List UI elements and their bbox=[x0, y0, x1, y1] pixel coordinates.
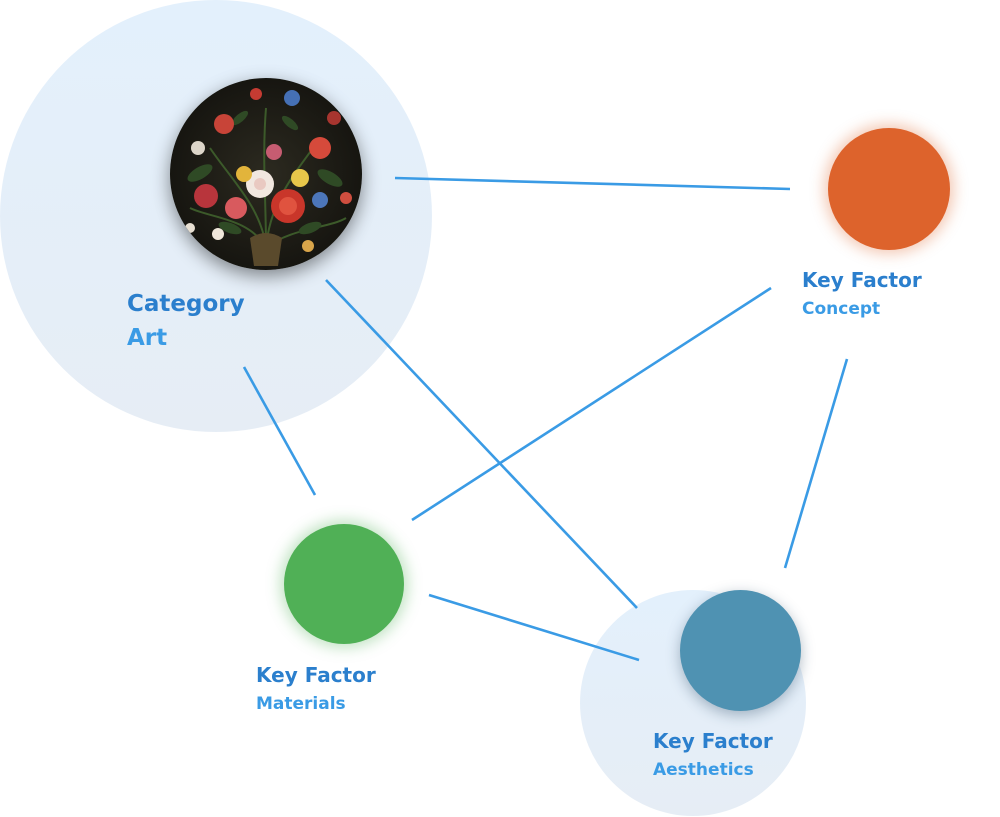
concept-value: Concept bbox=[802, 299, 881, 319]
concept-node bbox=[828, 128, 950, 250]
materials-value: Materials bbox=[256, 694, 346, 714]
materials-node bbox=[284, 524, 404, 644]
materials-heading: Key Factor bbox=[256, 663, 376, 687]
aesthetics-label: Key Factor Aesthetics bbox=[653, 729, 773, 780]
art-label: Category Art bbox=[127, 291, 245, 352]
edge-art-aesthetics bbox=[325, 279, 638, 609]
floral-painting-image bbox=[170, 78, 362, 270]
aesthetics-value: Aesthetics bbox=[653, 760, 754, 780]
concept-heading: Key Factor bbox=[802, 268, 922, 292]
edge-materials-aesthetics bbox=[428, 593, 640, 662]
materials-label: Key Factor Materials bbox=[256, 663, 376, 714]
concept-label: Key Factor Concept bbox=[802, 268, 922, 319]
edge-art-materials bbox=[242, 366, 317, 496]
edge-concept-aesthetics bbox=[783, 358, 849, 569]
aesthetics-node bbox=[680, 590, 801, 711]
edge-concept-materials bbox=[411, 286, 772, 522]
category-heading: Category bbox=[127, 291, 245, 317]
aesthetics-heading: Key Factor bbox=[653, 729, 773, 753]
edge-art-concept bbox=[394, 176, 791, 191]
category-value: Art bbox=[127, 324, 168, 351]
